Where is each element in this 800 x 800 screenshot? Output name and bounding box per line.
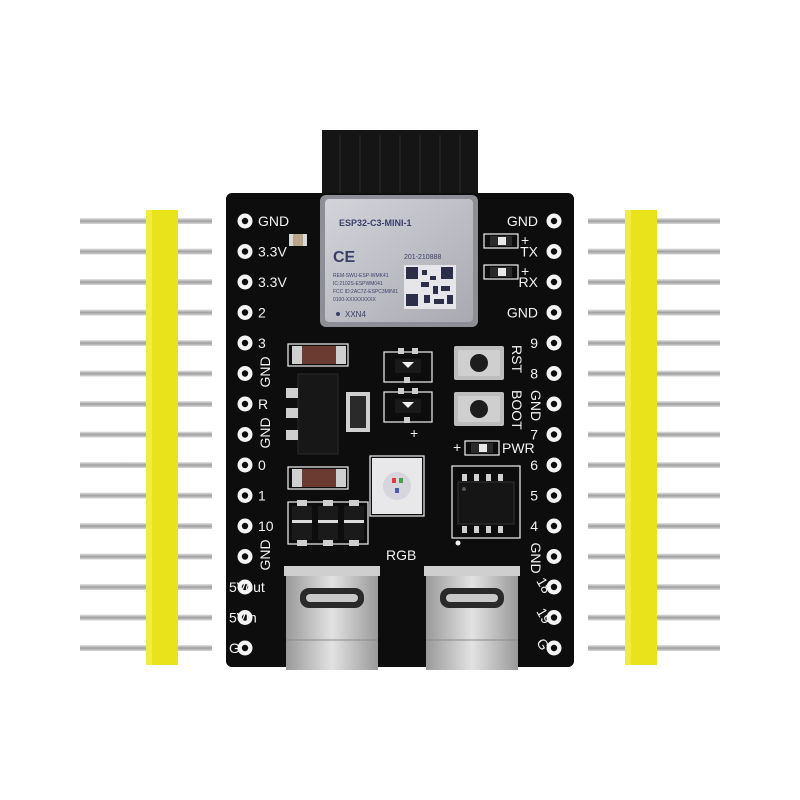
right-pin-label: 6	[530, 457, 538, 473]
esd-diodes	[287, 500, 369, 546]
cert-line-2: IC:2102S-ESPWM041	[333, 281, 383, 287]
right-pin-label: 9	[530, 335, 538, 351]
transistor-top	[383, 348, 433, 383]
right-pad-column	[546, 213, 562, 656]
left-pin-label: 3	[258, 335, 266, 351]
smd-diode	[287, 343, 349, 367]
svg-text:+: +	[521, 263, 529, 279]
right-pin-label: GND	[528, 543, 544, 574]
module-code: 201-210888	[404, 254, 441, 261]
right-pin-label: 19	[533, 605, 555, 627]
module-marking: XXN4	[345, 310, 366, 319]
left-pin-label: 1	[258, 488, 266, 504]
usb-c-connector-left[interactable]	[284, 566, 380, 670]
right-pin-header	[588, 210, 720, 665]
tx-led	[483, 233, 519, 249]
qr-code	[404, 265, 456, 309]
pcb-board	[226, 193, 574, 667]
right-pin-label: 7	[530, 427, 538, 443]
left-pin-label: 3.3V	[258, 274, 287, 290]
rx-led	[483, 264, 519, 280]
left-pin-label: GND	[257, 539, 273, 570]
left-pin-label: GND	[257, 356, 273, 387]
right-pin-label: 5	[530, 488, 538, 504]
pwr-label: PWR	[502, 440, 535, 456]
left-pin-label: 5Vin	[229, 610, 257, 626]
left-pin-label: GND	[258, 213, 289, 229]
svg-text:+: +	[410, 425, 418, 441]
left-pin-label: 5Vout	[229, 579, 265, 595]
usb-serial-chip	[451, 465, 521, 546]
cert-line-1: REM-SWU-ESP-WMK41	[333, 273, 389, 279]
boot-label: BOOT	[509, 390, 525, 430]
transistor-bottom	[383, 388, 433, 423]
svg-text:+: +	[453, 439, 461, 455]
right-pin-label: RX	[519, 274, 539, 290]
left-pin-label: 2	[258, 305, 266, 321]
usb-c-connector-right[interactable]	[424, 566, 520, 670]
right-pin-label: TX	[520, 244, 539, 260]
right-pin-label: 8	[530, 366, 538, 382]
capacitor	[289, 234, 307, 246]
svg-text:+: +	[521, 232, 529, 248]
boot-button[interactable]	[454, 392, 504, 426]
right-pin-label: GND	[507, 213, 538, 229]
right-pin-label: 4	[530, 518, 538, 534]
rst-label: RST	[509, 345, 525, 373]
left-pin-label: 0	[258, 457, 266, 473]
pwr-led	[464, 440, 500, 456]
ce-mark: CE	[333, 249, 356, 266]
right-pin-label: 18	[533, 575, 555, 597]
left-pad-column	[237, 213, 253, 656]
esp32-module: ESP32-C3-MINI-1 CE 201-210888 REM-SWU-ES…	[320, 195, 478, 327]
rgb-led	[369, 455, 425, 517]
left-pin-label: 10	[258, 518, 274, 534]
left-pin-label: 3.3V	[258, 244, 287, 260]
right-pin-label: GND	[528, 390, 544, 421]
cert-line-3: FCC ID:2AC7Z-ESPC3MINI1	[333, 289, 398, 295]
rgb-label: RGB	[386, 547, 416, 563]
left-pin-label: GND	[257, 417, 273, 448]
rst-button[interactable]	[454, 346, 504, 380]
smd-diode-2	[287, 466, 349, 490]
left-pin-label: R	[258, 396, 268, 412]
voltage-regulator	[286, 373, 370, 455]
cert-line-4: 0100-XXXXXXXXX	[333, 297, 376, 303]
right-pin-label: GND	[507, 305, 538, 321]
left-pin-header	[80, 210, 212, 665]
module-title: ESP32-C3-MINI-1	[339, 218, 412, 228]
left-pin-label: G	[229, 640, 240, 656]
